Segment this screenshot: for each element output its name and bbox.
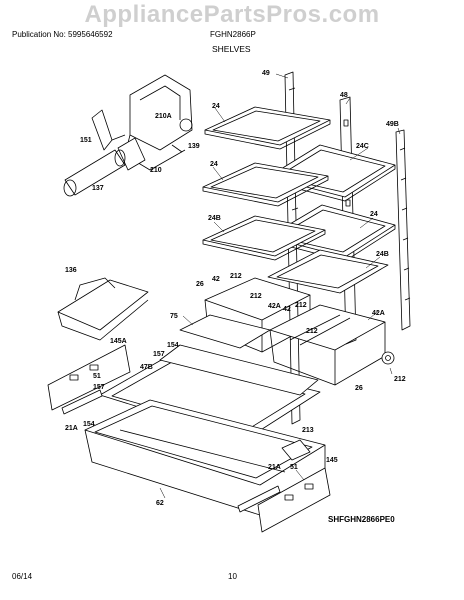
- callout-137: 137: [92, 185, 104, 192]
- callout-75: 75: [170, 313, 178, 320]
- glass-shelf-top-left: [204, 106, 331, 150]
- callout-51-a: 51: [93, 373, 101, 380]
- water-filter-housing: [117, 74, 193, 171]
- callout-24-right: 24: [370, 211, 378, 218]
- drawer-cover-part-75: [179, 314, 271, 349]
- callout-136: 136: [65, 267, 77, 274]
- model-number: FGHN2866P: [210, 30, 256, 39]
- callout-24-middle: 24: [210, 161, 218, 168]
- front-panel-part-145: [257, 467, 331, 533]
- pantry-drawer-part-62: [84, 399, 326, 516]
- footer-date: 06/14: [12, 572, 33, 581]
- callout-42A-a: 42A: [268, 303, 281, 310]
- callout-42-b: 42: [283, 306, 291, 313]
- clip-part-212: [381, 351, 395, 365]
- callout-24-top: 24: [212, 103, 220, 110]
- water-filter-cartridge-part-137: [63, 149, 126, 197]
- slide-rail-part-21A: [61, 389, 281, 513]
- page-number: 10: [228, 572, 237, 581]
- callout-212-c: 212: [295, 302, 307, 309]
- callout-42-a: 42: [212, 276, 220, 283]
- glass-shelf-lower-right: [267, 249, 389, 294]
- callout-154-a: 154: [167, 342, 179, 349]
- callout-51-b: 51: [290, 464, 298, 471]
- callout-24B-left: 24B: [208, 215, 221, 222]
- callout-212-d: 212: [306, 328, 318, 335]
- callout-21A-a: 21A: [65, 425, 78, 432]
- callout-151: 151: [80, 137, 92, 144]
- callout-139: 139: [188, 143, 200, 150]
- publication-number: Publication No: 5995646592: [12, 30, 113, 39]
- callout-24C: 24C: [356, 143, 369, 150]
- callout-24B-right: 24B: [376, 251, 389, 258]
- glass-shelf-middle-left: [202, 162, 329, 207]
- callout-49B: 49B: [386, 121, 399, 128]
- glass-shelf-lower-left: [202, 215, 326, 261]
- callout-42A-b: 42A: [372, 310, 385, 317]
- callout-213: 213: [302, 427, 314, 434]
- shelf-part-136: [57, 277, 149, 341]
- diagram-code: SHFGHN2866PE0: [328, 515, 395, 524]
- callout-210: 210: [150, 167, 162, 174]
- divider-part-154: [159, 344, 319, 396]
- callout-210A: 210A: [155, 113, 172, 120]
- callout-212-b: 212: [250, 293, 262, 300]
- callout-145A: 145A: [110, 338, 127, 345]
- watermark: AppliancePartsPros.com: [84, 1, 380, 28]
- filter-cover-part-151: [91, 109, 113, 151]
- callout-154-b: 154: [83, 421, 95, 428]
- front-panel-part-145A: [47, 344, 131, 411]
- section-title: SHELVES: [212, 44, 251, 54]
- callout-26-a: 26: [196, 281, 204, 288]
- callout-47B: 47B: [140, 364, 153, 371]
- callout-212-a: 212: [230, 273, 242, 280]
- callout-212-e: 212: [394, 376, 406, 383]
- callout-21A-b: 21A: [268, 464, 281, 471]
- shelf-rail-right-part-49B: [395, 129, 411, 331]
- callout-145: 145: [326, 457, 338, 464]
- callout-62: 62: [156, 500, 164, 507]
- callout-49: 49: [262, 70, 270, 77]
- callout-157-b: 157: [93, 384, 105, 391]
- callout-48: 48: [340, 92, 348, 99]
- callout-26-b: 26: [355, 385, 363, 392]
- crisper-drawer-right-part-26: [269, 304, 386, 386]
- bracket-part-213: [281, 439, 311, 461]
- callout-157-a: 157: [153, 351, 165, 358]
